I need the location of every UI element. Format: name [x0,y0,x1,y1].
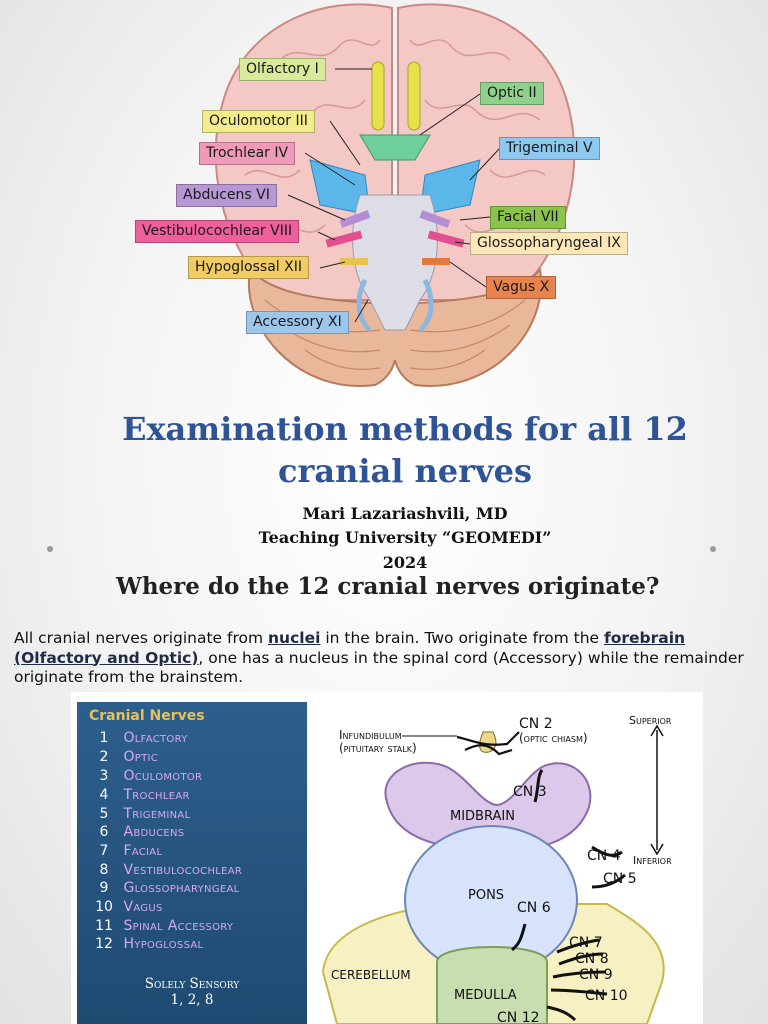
solely-sensory-note: Solely Sensory 1, 2, 8 [77,976,307,1008]
cn-list-item: 7 Facial [99,843,163,859]
paragraph-text: All cranial nerves originate from [14,629,269,647]
cranial-nerves-figure: Cranial Nerves 1 Olfactory 2 Optic 3 Ocu… [71,692,703,1024]
cerebellum-label: CEREBELLUM [331,968,411,982]
cn-list-item: 6 Abducens [99,824,185,840]
slide-dot-left [47,546,53,552]
cn-list-item: 3 Oculomotor [99,768,203,784]
cn-list-item: 9 Glossopharyngeal [99,880,240,896]
author: Mari Lazariashvili, MD [302,504,508,523]
medulla-shape [436,946,548,1024]
label-glossopharyngeal: Glossopharyngeal IX [470,232,628,255]
section-heading: Where do the 12 cranial nerves originate… [116,573,660,600]
page-title: Examination methods for all 12 cranial n… [122,410,688,490]
cn9-label: CN 9 [579,967,613,983]
forebrain-link[interactable]: forebrain (Olfactory and Optic) [14,629,686,667]
solely-sensory-values: 1, 2, 8 [170,992,214,1008]
cn7-label: CN 7 [569,935,603,951]
label-trochlear: Trochlear IV [199,142,296,165]
cn-list-item: 5 Trigeminal [99,806,191,822]
label-oculomotor: Oculomotor III [202,110,315,133]
pons-label: PONS [468,888,504,903]
label-vagus: Vagus X [486,276,557,299]
cn-list-item: 1 Olfactory [99,730,188,746]
midbrain-label: MIDBRAIN [450,809,515,824]
solely-sensory-label: Solely Sensory [144,976,240,992]
label-vestibulocochlear: Vestibulocochlear VIII [135,220,300,243]
brain-base-illustration: Olfactory I Optic II Oculomotor III Troc… [130,0,650,400]
body-paragraph: All cranial nerves originate from nuclei… [14,629,754,688]
cn-panel-title: Cranial Nerves [89,708,205,724]
infundibulum-label: Infundibulum [339,728,402,742]
brainstem-diagram: Infundibulum (pituitary stalk) CN 2 (opt… [321,714,672,1024]
paragraph-text: , one has a nucleus in the spinal cord (… [14,648,744,687]
cn3-label: CN 3 [513,784,547,800]
cn-list-item: 12 Hypoglossal [95,936,204,952]
optic-chiasm-label: (optic chiasm) [519,731,588,745]
label-olfactory: Olfactory I [239,58,326,81]
medulla-label: MEDULLA [454,988,517,1003]
cn10-label: CN 10 [585,988,628,1004]
slide-dot-right [710,546,716,552]
cn2-label: CN 2 [519,716,553,732]
cn-list-item: 4 Trochlear [99,787,190,803]
paragraph-text: in the brain. Two originate from the [320,629,604,647]
cranial-nerves-list-panel: Cranial Nerves 1 Olfactory 2 Optic 3 Ocu… [77,702,307,1024]
cn-list-item: 2 Optic [99,749,159,765]
label-facial: Facial VII [490,206,566,229]
label-hypoglossal: Hypoglossal XII [188,256,309,279]
cn8-label: CN 8 [575,951,609,967]
cn-list-item: 11 Spinal Accessory [95,918,234,934]
label-optic: Optic II [480,82,544,105]
cn4-label: CN 4 [587,848,621,864]
institution: Teaching University “GEOMEDI” [258,528,552,547]
superior-label: Superior [629,714,672,727]
inferior-label: Inferior [633,854,672,867]
label-abducens: Abducens VI [176,184,277,207]
nuclei-link[interactable]: nuclei [268,629,321,647]
cn5-label: CN 5 [603,871,637,887]
cn-list-item: 10 Vagus [95,899,163,915]
cn-list-item: 8 Vestibulocochlear [99,862,243,878]
cn6-label: CN 6 [517,900,551,916]
cn12-label: CN 12 [497,1010,540,1024]
label-trigeminal: Trigeminal V [499,137,600,160]
pituitary-stalk-label: (pituitary stalk) [339,741,417,755]
year: 2024 [382,553,428,572]
label-accessory: Accessory XI [246,311,349,334]
